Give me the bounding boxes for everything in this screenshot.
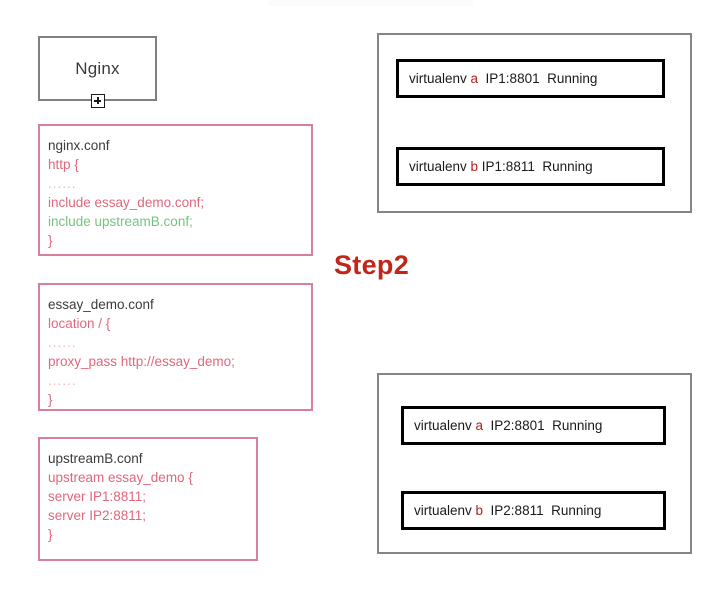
virtualenv-prefix: virtualenv: [414, 418, 476, 433]
virtualenv-letter: a: [475, 418, 484, 433]
config-card-nginx-conf: nginx.conf http { ...... include essay_d…: [38, 124, 313, 256]
virtualenv-detail: IP1:8811 Running: [478, 159, 593, 174]
config-card-essay-demo-conf: essay_demo.conf location / { ...... prox…: [38, 283, 313, 411]
virtualenv-prefix: virtualenv: [414, 503, 476, 518]
virtualenv-letter: a: [470, 71, 479, 86]
config-line: include essay_demo.conf;: [48, 195, 205, 210]
virtualenv-letter: b: [470, 159, 479, 174]
virtualenv-prefix: virtualenv: [409, 159, 471, 174]
config-card-title: nginx.conf: [48, 138, 110, 153]
nginx-node-label: Nginx: [75, 58, 120, 78]
config-card-title: upstreamB.conf: [48, 451, 143, 466]
config-line: }: [48, 527, 53, 542]
config-line-ellipsis: ......: [48, 176, 77, 191]
plus-icon[interactable]: [91, 94, 105, 108]
virtualenv-detail: IP1:8801 Running: [478, 71, 598, 86]
config-line-highlight: include upstreamB.conf;: [48, 214, 193, 229]
config-line-ellipsis: ......: [48, 335, 77, 350]
config-line: server IP1:8811;: [48, 489, 147, 504]
step-label: Step2: [334, 250, 410, 280]
config-line: upstream essay_demo {: [48, 470, 193, 485]
config-line: location / {: [48, 316, 111, 331]
virtualenv-prefix: virtualenv: [409, 71, 471, 86]
config-line: proxy_pass http://essay_demo;: [48, 354, 235, 369]
config-line-ellipsis: ......: [48, 373, 77, 388]
config-line: server IP2:8811;: [48, 508, 147, 523]
config-card-upstreamb-conf: upstreamB.conf upstream essay_demo { ser…: [38, 437, 258, 561]
virtualenv-row[interactable]: virtualenv a IP2:8801 Running: [401, 406, 666, 445]
nginx-node[interactable]: Nginx: [38, 36, 157, 101]
config-card-title: essay_demo.conf: [48, 297, 154, 312]
config-line: }: [48, 233, 53, 248]
config-line: }: [48, 392, 53, 407]
virtualenv-letter: b: [475, 503, 484, 518]
virtualenv-detail: IP2:8801 Running: [483, 418, 603, 433]
config-line: http {: [48, 157, 79, 172]
virtualenv-row[interactable]: virtualenv a IP1:8801 Running: [396, 59, 665, 98]
top-decorative-band: [268, 0, 473, 6]
virtualenv-row[interactable]: virtualenv b IP1:8811 Running: [396, 147, 665, 186]
virtualenv-detail: IP2:8811 Running: [483, 503, 602, 518]
virtualenv-row[interactable]: virtualenv b IP2:8811 Running: [401, 491, 666, 530]
